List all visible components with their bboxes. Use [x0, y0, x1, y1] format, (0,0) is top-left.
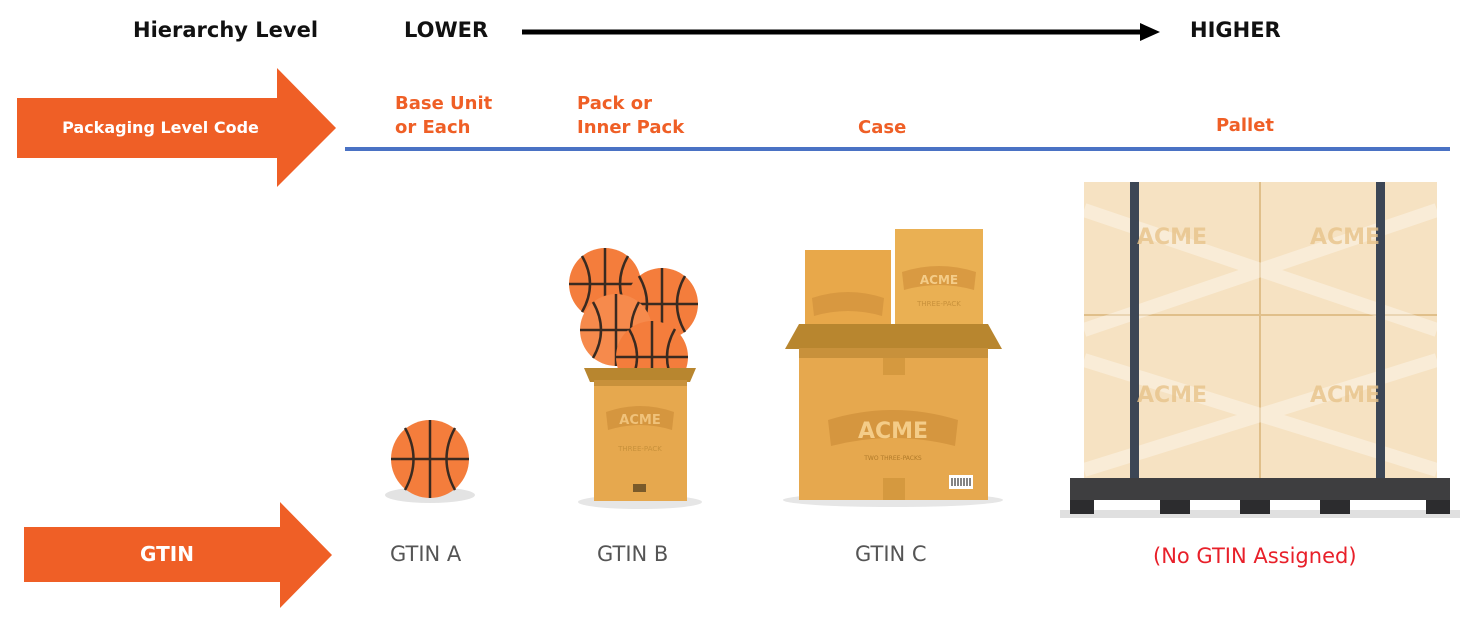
inner-pack-logo: ACME: [619, 413, 660, 428]
higher-label: HIGHER: [1190, 18, 1281, 42]
base-unit-line1: Base Unit: [395, 93, 493, 114]
pallet-logo-3: ACME: [1137, 383, 1207, 408]
hierarchy-level-label: Hierarchy Level: [133, 18, 319, 42]
gtin-c-label: GTIN C: [855, 542, 927, 566]
inner-pack-icon: ACME THREE-PACK: [569, 248, 702, 509]
base-unit-line2: or Each: [395, 117, 471, 138]
case-inner-three-pack: THREE-PACK: [916, 300, 961, 308]
base-unit-label: Base Unit or Each: [395, 92, 492, 140]
pallet-logo-2: ACME: [1310, 225, 1380, 250]
case-logo: ACME: [858, 419, 928, 444]
case-two-three-packs: TWO THREE-PACKS: [863, 455, 922, 462]
pallet-logo-1: ACME: [1137, 225, 1207, 250]
case-inner-logo: ACME: [920, 273, 958, 287]
basketball-icon: [385, 420, 475, 503]
gtin-arrow-label: GTIN: [140, 542, 194, 566]
gtin-b-label: GTIN B: [597, 542, 669, 566]
no-gtin-label: (No GTIN Assigned): [1153, 544, 1357, 568]
packaging-level-arrow: [17, 68, 336, 187]
pack-line2: Inner Pack: [577, 117, 685, 138]
pallet-label: Pallet: [1216, 115, 1275, 136]
packaging-level-code-label: Packaging Level Code: [62, 118, 259, 137]
case-icon: ACME THREE-PACK ACME TWO THREE-PACKS: [783, 229, 1003, 507]
gtin-arrow: [24, 502, 332, 608]
gtin-a-label: GTIN A: [390, 542, 462, 566]
lower-label: LOWER: [404, 18, 489, 42]
inner-pack-three-pack: THREE-PACK: [617, 445, 662, 453]
hierarchy-arrow: [522, 23, 1160, 41]
pallet-icon: ACME ACME ACME ACME: [1060, 182, 1460, 518]
pack-line1: Pack or: [577, 93, 653, 114]
pack-label: Pack or Inner Pack: [577, 92, 684, 140]
pallet-logo-4: ACME: [1310, 383, 1380, 408]
case-label: Case: [858, 117, 907, 138]
